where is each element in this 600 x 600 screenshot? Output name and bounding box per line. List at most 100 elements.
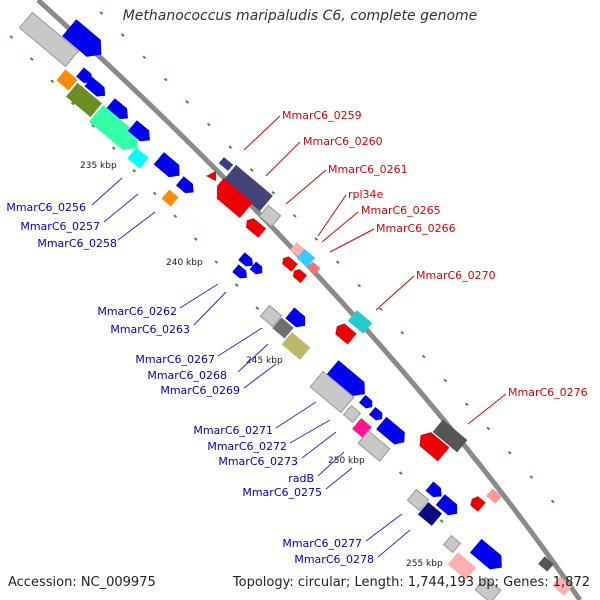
gene-arrow[interactable]: [281, 332, 311, 360]
gene-arrow[interactable]: [272, 317, 294, 339]
gene-arrow[interactable]: [368, 406, 385, 423]
kbp-label: 245 kbp: [246, 356, 283, 366]
tick-mark: [193, 237, 198, 241]
gene-arrow[interactable]: [447, 552, 477, 580]
tick-mark: [398, 471, 403, 475]
tick-mark: [99, 11, 104, 15]
gene-label[interactable]: MmarC6_0273: [218, 455, 298, 468]
tick-mark: [271, 191, 276, 195]
tick-mark: [214, 260, 219, 264]
tick-mark: [228, 145, 233, 149]
gene-arrow[interactable]: [105, 98, 133, 124]
gene-arrow[interactable]: [432, 419, 468, 453]
gene-arrow[interactable]: [238, 252, 256, 269]
gene-label[interactable]: MmarC6_0277: [282, 537, 362, 550]
gene-label[interactable]: MmarC6_0269: [160, 384, 240, 397]
reverse-callout-lines: [243, 115, 507, 425]
tick-mark: [163, 77, 168, 82]
gene-arrow[interactable]: [309, 370, 355, 414]
gene-label[interactable]: rpl34e: [348, 188, 384, 201]
tick-mark: [132, 169, 137, 173]
gene-arrow[interactable]: [486, 488, 502, 504]
tick-mark: [142, 55, 147, 60]
kbp-label: 240 kbp: [166, 258, 203, 268]
gene-arrow[interactable]: [435, 494, 462, 519]
gene-arrow[interactable]: [62, 19, 108, 63]
accession-text: Accession: NC_009975: [8, 575, 156, 590]
gene-label[interactable]: MmarC6_0268: [147, 369, 227, 382]
gene-arrow[interactable]: [326, 360, 371, 401]
gene-arrow[interactable]: [307, 261, 321, 275]
gene-arrow[interactable]: [469, 538, 508, 575]
gene-arrow[interactable]: [468, 494, 486, 512]
gene-arrow[interactable]: [127, 147, 149, 169]
gene-arrow[interactable]: [218, 157, 234, 171]
gene-label[interactable]: MmarC6_0278: [294, 553, 374, 566]
gene-arrow[interactable]: [223, 164, 273, 212]
gene-arrow[interactable]: [296, 248, 316, 268]
gene-label[interactable]: MmarC6_0263: [110, 323, 190, 336]
gene-arrow[interactable]: [211, 178, 253, 218]
gene-arrow[interactable]: [425, 481, 446, 501]
gene-arrow[interactable]: [232, 264, 250, 281]
gene-arrow[interactable]: [291, 267, 308, 284]
gene-arrow[interactable]: [415, 428, 450, 462]
gene-label[interactable]: MmarC6_0272: [207, 440, 287, 453]
gene-arrow[interactable]: [442, 534, 462, 554]
gene-arrow[interactable]: [358, 394, 375, 411]
gene-label[interactable]: MmarC6_0260: [303, 135, 383, 148]
tick-track: [9, 11, 555, 523]
gene-arrow[interactable]: [65, 82, 103, 118]
gene-arrow[interactable]: [89, 104, 145, 157]
gene-arrow[interactable]: [161, 189, 179, 207]
gene-arrow[interactable]: [84, 76, 109, 100]
gene-label[interactable]: MmarC6_0276: [508, 386, 588, 399]
tick-mark: [443, 378, 448, 383]
gene-arrow[interactable]: [153, 152, 185, 182]
gene-label[interactable]: radB: [288, 472, 314, 485]
gene-arrow[interactable]: [249, 261, 266, 277]
gene-label[interactable]: MmarC6_0257: [20, 220, 100, 233]
gene-arrow[interactable]: [76, 67, 96, 86]
tick-mark: [185, 100, 190, 104]
gene-label[interactable]: MmarC6_0265: [361, 204, 441, 217]
gene-arrow[interactable]: [259, 304, 283, 328]
gene-arrow[interactable]: [357, 430, 391, 462]
gene-arrow[interactable]: [347, 310, 373, 334]
gene-arrow[interactable]: [56, 69, 78, 91]
gene-label[interactable]: MmarC6_0266: [376, 222, 456, 235]
gene-arrow[interactable]: [280, 254, 298, 272]
topology-text: Topology: circular; Length: 1,744,193 bp…: [232, 575, 590, 590]
tick-mark: [486, 426, 491, 431]
gene-label[interactable]: MmarC6_0271: [193, 424, 273, 437]
gene-label[interactable]: MmarC6_0259: [282, 109, 362, 122]
gene-arrow[interactable]: [206, 171, 216, 181]
gene-arrow[interactable]: [243, 216, 266, 238]
tick-mark: [439, 519, 444, 523]
gene-arrow[interactable]: [258, 204, 282, 228]
gene-arrow[interactable]: [376, 416, 409, 449]
gene-arrow[interactable]: [406, 488, 430, 512]
gene-arrow[interactable]: [417, 502, 443, 526]
gene-label[interactable]: MmarC6_0275: [242, 486, 322, 499]
gene-label[interactable]: MmarC6_0267: [135, 353, 215, 366]
tick-mark: [120, 33, 125, 37]
tick-mark: [550, 499, 555, 504]
gene-arrow[interactable]: [127, 120, 155, 146]
kbp-label: 255 kbp: [406, 559, 443, 569]
gene-label[interactable]: MmarC6_0261: [328, 163, 408, 176]
gene-label[interactable]: MmarC6_0262: [97, 305, 177, 318]
gene-label[interactable]: MmarC6_0256: [6, 201, 86, 214]
gene-label[interactable]: MmarC6_0270: [416, 269, 496, 282]
gene-arrow[interactable]: [474, 576, 502, 600]
tick-mark: [314, 237, 319, 241]
gene-arrow[interactable]: [332, 321, 357, 345]
gene-label[interactable]: MmarC6_0258: [37, 237, 117, 250]
gene-arrow[interactable]: [285, 307, 309, 331]
gene-arrow[interactable]: [18, 11, 80, 68]
gene-arrow[interactable]: [552, 576, 572, 596]
gene-arrow[interactable]: [342, 404, 362, 424]
gene-arrow[interactable]: [176, 176, 198, 197]
gene-arrow[interactable]: [538, 556, 554, 572]
